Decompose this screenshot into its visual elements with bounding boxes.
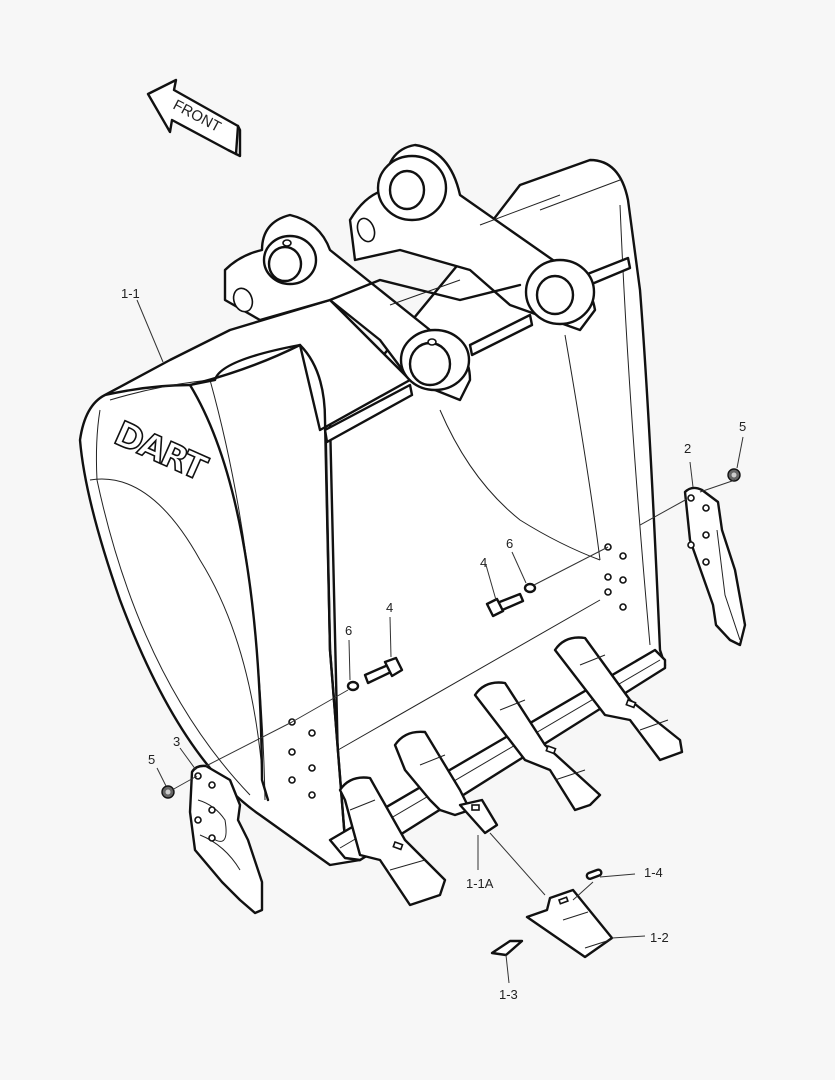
bolt-4-right: [485, 592, 525, 618]
bucket-teeth: [338, 636, 684, 907]
callout-1-4: 1-4: [644, 865, 663, 880]
leader-lines: [136, 299, 744, 984]
nut-5-left: [161, 785, 175, 799]
tooth-point-1-2: [525, 888, 614, 959]
nut-5-right: [727, 468, 741, 482]
callout-6-left: 6: [345, 623, 353, 638]
washer-6-left: [346, 680, 360, 692]
callout-4-left: 4: [386, 600, 394, 615]
callout-1-1: 1-1: [121, 286, 140, 301]
callout-5-right: 5: [739, 419, 747, 434]
callout-1-3: 1-3: [499, 987, 518, 1002]
front-arrow-icon: FRONT: [146, 78, 242, 158]
side-cutter-3: [188, 764, 264, 915]
side-cutter-2: [683, 486, 747, 647]
callout-6-right: 6: [506, 536, 514, 551]
retainer-1-4: [585, 868, 603, 880]
callout-2: 2: [684, 441, 692, 456]
callout-1-2: 1-2: [650, 930, 669, 945]
lock-pin-1-3: [490, 939, 524, 957]
callout-1-1a: 1-1A: [466, 876, 494, 891]
callout-3: 3: [173, 734, 181, 749]
callout-5-left: 5: [148, 752, 156, 767]
callout-4-right: 4: [480, 555, 488, 570]
bolt-4-left: [363, 656, 404, 685]
washer-6-right: [523, 582, 537, 594]
hinge-brackets: [223, 143, 621, 402]
